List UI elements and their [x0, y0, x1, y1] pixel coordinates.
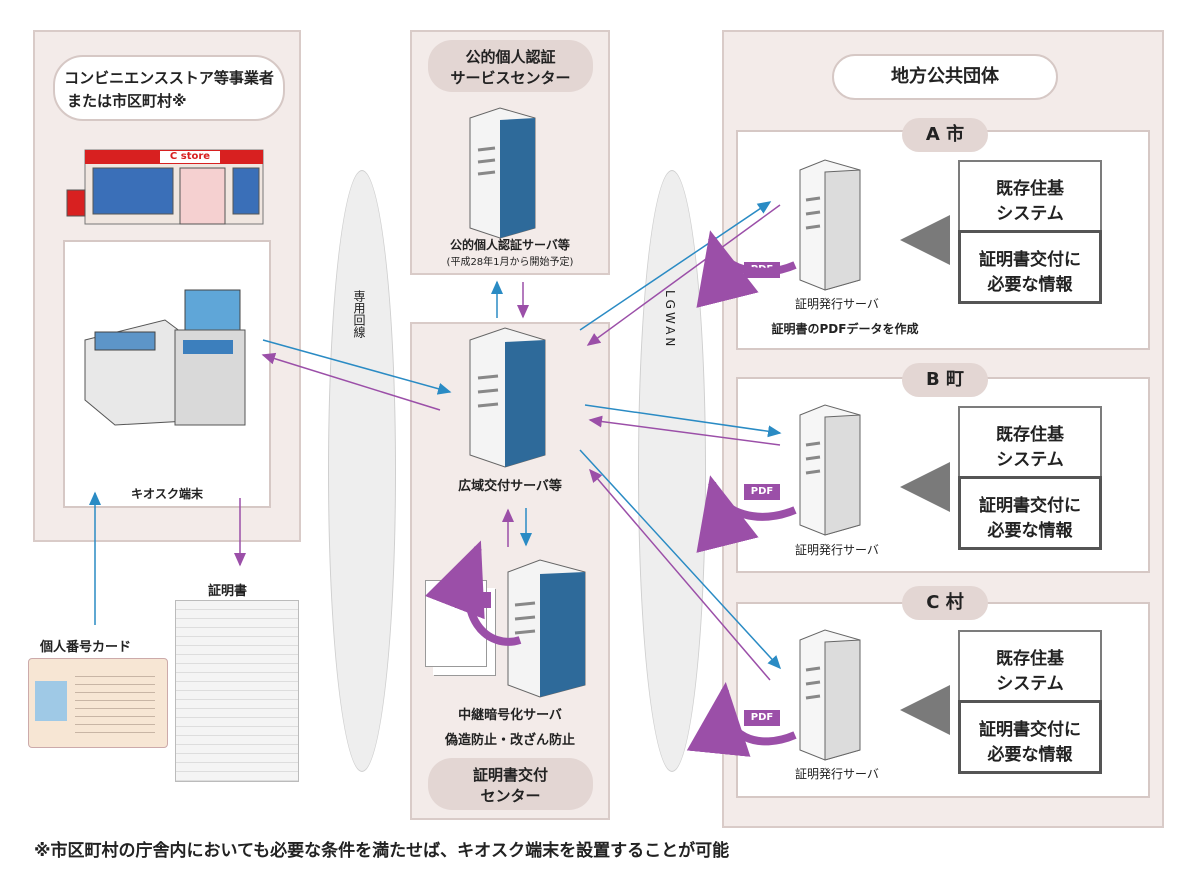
mynumber-card — [28, 658, 168, 748]
city-b-sys-line2: システム — [996, 450, 1064, 470]
relay-server-note: 偽造防止・改ざん防止 — [444, 733, 575, 748]
jpki-center-title: 公的個人認証 サービスセンター — [428, 40, 593, 92]
city-c-sys-line2: システム — [996, 674, 1064, 694]
city-b-sys-line1: 既存住基 — [996, 425, 1064, 445]
convenience-store-illustration: C store — [65, 140, 270, 230]
city-a-info-line2: 必要な情報 — [987, 275, 1073, 295]
jpki-title-line2: サービスセンター — [450, 69, 571, 87]
city-a-required-info: 証明書交付に 必要な情報 — [958, 230, 1102, 304]
certificate-center-title: 証明書交付 センター — [428, 758, 593, 810]
wide-area-server-icon — [469, 327, 546, 468]
city-c-title: C 村 — [902, 586, 988, 620]
city-b-title: B 町 — [902, 363, 988, 397]
card-text-lines — [75, 673, 155, 733]
city-a-sys-line2: システム — [996, 204, 1064, 224]
jpki-title-line1: 公的個人認証 — [465, 48, 556, 66]
footnote: ※市区町村の庁舎内においても必要な条件を満たせば、キオスク端末を設置することが可… — [34, 841, 730, 861]
city-c-pdf-badge: PDF — [744, 710, 780, 726]
city-b-server-label: 証明発行サーバ — [795, 543, 879, 557]
certificate-label: 証明書 — [208, 584, 248, 599]
jpki-server-note: (平成28年1月から開始予定) — [446, 257, 574, 268]
city-c-info-line2: 必要な情報 — [987, 745, 1073, 765]
city-b-server-icon — [799, 404, 861, 536]
city-a-title: A 市 — [902, 118, 988, 152]
lgwan-ellipse — [638, 170, 706, 772]
kiosk-label: キオスク端末 — [130, 487, 203, 501]
card-photo — [35, 681, 67, 721]
city-c-server-icon — [799, 629, 861, 761]
operator-title: コンビニエンスストア等事業者 または市区町村※ — [53, 55, 285, 121]
operator-title-line1: コンビニエンスストア等事業者 — [64, 69, 274, 87]
wide-area-server-label: 広域交付サーバ等 — [458, 479, 562, 494]
relay-server-label: 中継暗号化サーバ — [458, 708, 562, 723]
city-c-server-label: 証明発行サーバ — [795, 767, 879, 781]
lgwan-label: LGWAN — [663, 290, 677, 350]
cc-title-line2: センター — [480, 787, 541, 805]
dedicated-line-label: 専用回線 — [352, 290, 366, 338]
city-c-required-info: 証明書交付に 必要な情報 — [958, 700, 1102, 774]
city-a-server-label: 証明発行サーバ — [795, 297, 879, 311]
city-c-info-line1: 証明書交付に — [979, 720, 1081, 740]
local-gov-title: 地方公共団体 — [832, 54, 1058, 100]
jpki-server-label: 公的個人認証サーバ等 — [450, 238, 570, 252]
kiosk-illustration — [75, 280, 260, 430]
certificate-document — [175, 600, 299, 782]
relay-server-icon — [507, 559, 586, 698]
city-b-jyuki-system: 既存住基 システム — [958, 406, 1102, 478]
pdf-creation-note: 証明書のPDFデータを作成 — [771, 322, 919, 336]
city-a-jyuki-system: 既存住基 システム — [958, 160, 1102, 232]
dedicated-line-ellipse — [328, 170, 396, 772]
city-a-sys-line1: 既存住基 — [996, 179, 1064, 199]
city-a-server-icon — [799, 159, 861, 291]
city-c-sys-line1: 既存住基 — [996, 649, 1064, 669]
mynumber-label: 個人番号カード — [40, 640, 132, 655]
city-b-info-line1: 証明書交付に — [979, 496, 1081, 516]
jpki-server-icon — [469, 107, 536, 239]
cc-title-line1: 証明書交付 — [472, 766, 548, 784]
city-b-info-line2: 必要な情報 — [987, 521, 1073, 541]
store-sign: C store — [169, 151, 211, 162]
operator-title-line2: または市区町村※ — [67, 92, 187, 110]
city-b-required-info: 証明書交付に 必要な情報 — [958, 476, 1102, 550]
city-a-info-line1: 証明書交付に — [979, 250, 1081, 270]
